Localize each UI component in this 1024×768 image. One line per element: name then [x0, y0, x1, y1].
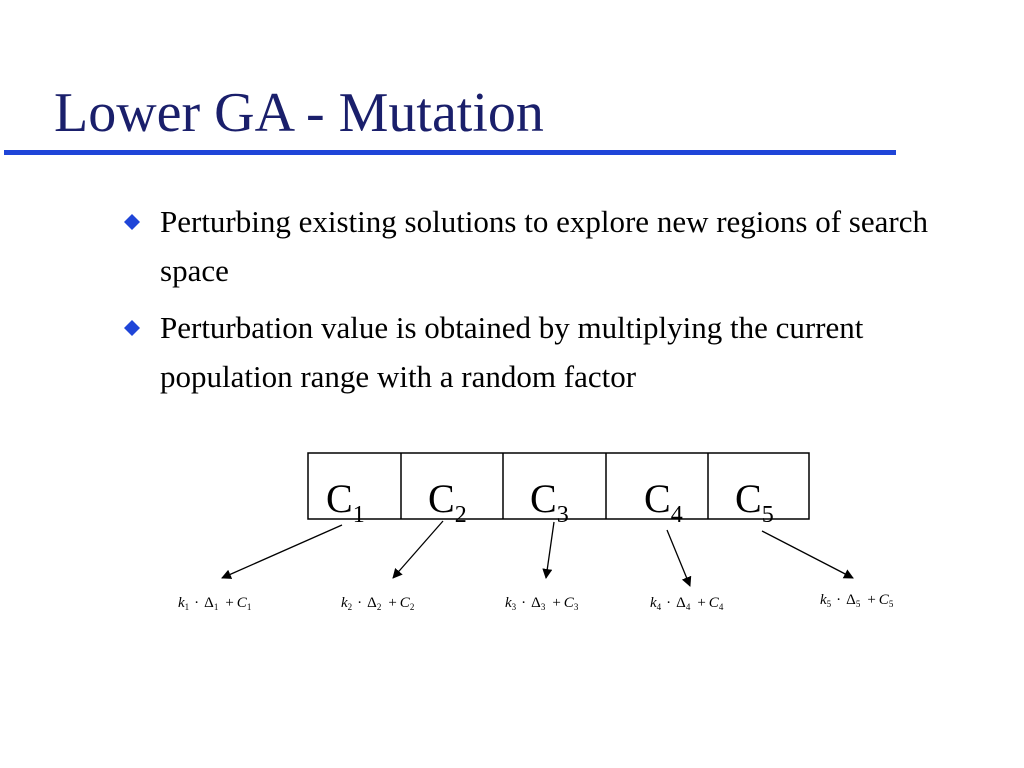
gene-cell-5: C5 [735, 476, 774, 528]
arrow-3 [542, 521, 555, 579]
bullet-list: Perturbing existing solutions to explore… [122, 197, 982, 409]
bullet-text: Perturbation value is obtained by multip… [160, 310, 864, 394]
formula-3: k3·Δ3+C3 [505, 595, 579, 612]
gene-cell-1: C1 [326, 476, 365, 528]
formula-2: k2·Δ2+C2 [341, 595, 414, 612]
arrow-1 [221, 524, 343, 579]
formula-5: k5·Δ5+C5 [820, 592, 894, 609]
formula-4: k4·Δ4+C4 [650, 595, 724, 612]
bullet-item: Perturbing existing solutions to explore… [122, 197, 982, 295]
arrow-2 [392, 520, 444, 579]
bullet-text: Perturbing existing solutions to explore… [160, 204, 928, 288]
chromosome-box [307, 452, 810, 520]
gene-cell-2: C2 [428, 476, 467, 528]
gene-cell-3: C3 [530, 476, 569, 528]
gene-cell-4: C4 [644, 476, 683, 528]
formula-1: k1·Δ1+C1 [178, 595, 251, 612]
title-underline [4, 150, 896, 155]
diamond-bullet-icon [124, 320, 140, 336]
bullet-item: Perturbation value is obtained by multip… [122, 303, 982, 401]
arrow-5 [761, 530, 854, 579]
arrow-4 [666, 529, 692, 587]
diamond-bullet-icon [124, 214, 140, 230]
slide-title: Lower GA - Mutation [54, 82, 544, 144]
